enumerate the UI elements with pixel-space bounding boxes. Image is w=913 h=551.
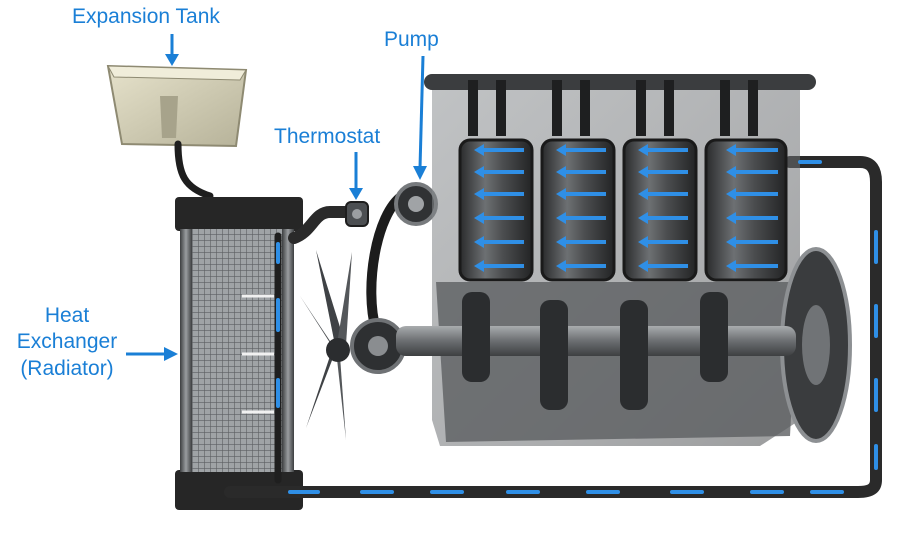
flow-arrow [556,212,606,224]
label-expansion-tank: Expansion Tank [72,5,220,28]
flow-arrow [556,260,606,272]
flow-arrow [726,188,778,200]
flow-arrow [474,212,524,224]
flow-arrow [638,188,688,200]
arrow-expansion-tank [165,34,179,66]
flow-arrow [638,144,688,156]
arrow-pump [413,55,427,180]
flow-arrow [556,188,606,200]
flow-arrow [556,166,606,178]
label-heat-exchanger-line-3: (Radiator) [20,356,114,380]
flow-arrow [726,236,778,248]
flow-arrow [638,236,688,248]
expansion-tank [106,64,248,200]
flow-arrow [474,236,524,248]
callout-arrows [126,34,427,361]
flow-arrow [474,166,524,178]
flow-arrow [726,166,778,178]
label-heat-exchanger-line-2: Exchanger [16,330,118,354]
camshaft [424,74,816,136]
flow-arrow [638,212,688,224]
flow-arrow [638,260,688,272]
flow-arrow [474,144,524,156]
flow-arrow [556,236,606,248]
flow-arrow [474,188,524,200]
cylinder-1 [458,138,534,282]
cooling-fan [300,250,352,440]
flow-arrow [474,260,524,272]
label-heat-exchanger-line-1: Heat [44,304,90,327]
coolant-flow-dashes-pipes [276,160,878,494]
flow-arrow [726,144,778,156]
thermostat-housing [345,201,369,227]
label-heat-exchanger: Heat Exchanger (Radiator) [6,303,128,382]
label-pump: Pump [384,28,439,51]
water-pump [394,182,438,226]
cylinders [458,138,788,282]
cylinder-4 [704,138,788,282]
flow-arrow [726,260,778,272]
cylinder-3 [622,138,698,282]
label-thermostat: Thermostat [274,125,381,148]
cylinder-2 [540,138,616,282]
arrow-thermostat [349,152,363,200]
arrow-radiator [126,347,178,361]
flow-arrow [726,212,778,224]
radiator [175,197,303,510]
flow-arrow [638,166,688,178]
drive-belt [350,191,406,374]
flow-arrow [556,144,606,156]
coolant-flow-arrows-engine [474,144,778,272]
